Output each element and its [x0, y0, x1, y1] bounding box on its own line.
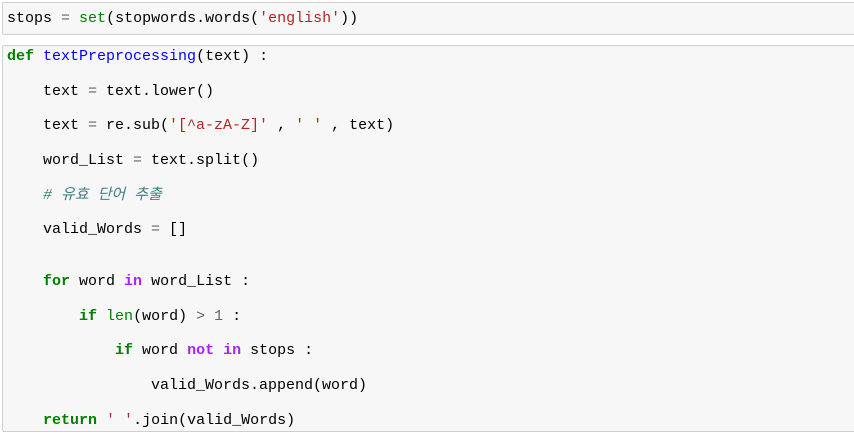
code-token-p: valid_Words [7, 221, 152, 239]
code-cell-text-preprocessing: def textPreprocessing(text) : text = tex… [2, 45, 854, 432]
code-token-p [34, 48, 43, 65]
code-token-p [70, 10, 79, 27]
code-token-o: = [61, 10, 71, 27]
code-token-p: )) [340, 10, 359, 27]
code-token-k: def [7, 48, 35, 66]
code-token-p [205, 308, 214, 325]
code-token-p: text [7, 82, 89, 100]
code-token-s: ' ' [295, 117, 323, 135]
code-token-o: = [88, 117, 98, 135]
code-token-p: word_List : [142, 273, 251, 291]
code-token-ow: not [187, 342, 215, 360]
code-token-k: if [79, 307, 98, 325]
code-token-p: .join(valid_Words) [133, 411, 296, 429]
code-token-p: , text) [322, 117, 395, 135]
code-token-s: ' ' [106, 411, 134, 429]
code-token-p [97, 308, 106, 325]
code-token-p: stops [7, 10, 62, 27]
code-token-s: 'english' [259, 10, 341, 27]
code-token-ow: in [223, 342, 242, 360]
code-input-text-preprocessing: def textPreprocessing(text) : text = tex… [7, 48, 854, 429]
code-token-p: text.lower() [97, 82, 215, 100]
code-token-p: word [133, 342, 188, 360]
code-token-p [214, 342, 223, 359]
code-token-p [7, 412, 43, 429]
code-token-p: (word) [133, 307, 197, 325]
code-token-o: = [133, 152, 143, 170]
code-token-k: if [115, 342, 134, 360]
code-token-p [97, 412, 106, 429]
code-input-stopwords: stops = set(stopwords.words('english')) [7, 10, 854, 27]
code-token-s: '[^a-zA-Z]' [169, 117, 269, 135]
code-token-f: textPreprocessing [43, 48, 197, 66]
code-token-p: text [7, 117, 89, 135]
code-token-p [7, 342, 115, 359]
code-token-k: return [43, 411, 98, 429]
code-token-c: # 유효 단어 추출 [43, 186, 162, 204]
code-cell-stopwords: stops = set(stopwords.words('english')) [2, 2, 854, 36]
code-token-o: = [88, 82, 98, 100]
code-token-p: , [268, 117, 296, 135]
code-token-p [7, 273, 43, 290]
code-token-p: valid_Words.append(word) [7, 376, 368, 394]
code-token-k: for [43, 273, 71, 291]
code-token-p: [] [160, 221, 188, 239]
code-token-n: 1 [214, 307, 224, 325]
code-token-p: word_List [7, 152, 134, 170]
code-token-p [7, 187, 43, 204]
code-token-o: > [196, 307, 206, 325]
code-token-p [7, 308, 79, 325]
code-token-p: (stopwords.words( [106, 10, 260, 27]
code-token-ow: in [124, 273, 143, 291]
code-token-p: text.split() [142, 152, 260, 170]
code-token-b: len [106, 307, 134, 325]
code-token-p: (text) : [196, 48, 269, 66]
code-token-o: = [151, 221, 161, 239]
code-token-p: : [223, 307, 242, 325]
code-token-b: set [79, 10, 107, 27]
code-token-p: stops : [241, 342, 314, 360]
code-token-p: word [70, 273, 125, 291]
code-token-p: re.sub( [97, 117, 170, 135]
